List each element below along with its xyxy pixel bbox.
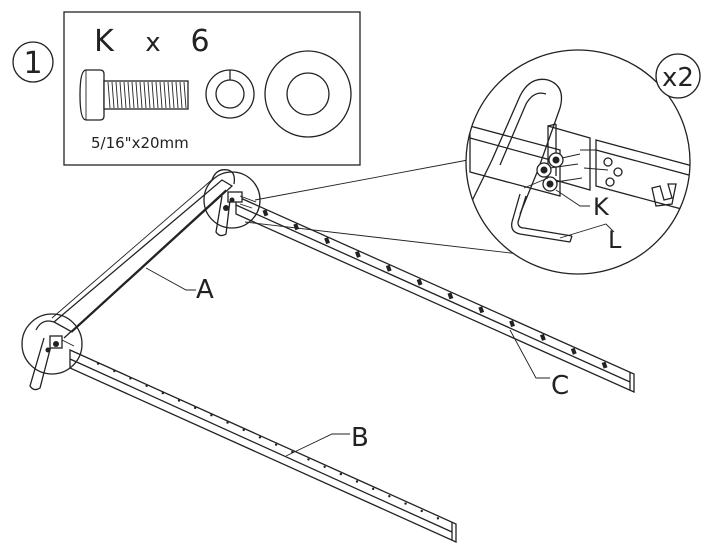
rail-hole [226, 421, 229, 424]
bolt-thread [175, 81, 179, 109]
detail-bolt-icon [536, 149, 609, 192]
times-sign: x [145, 28, 160, 58]
bolt-icon [79, 69, 189, 121]
rail-hole [355, 480, 359, 483]
bolt-size-label: 5/16"x20mm [91, 134, 189, 152]
rail-b [69, 348, 457, 544]
flat-washer-icon [264, 50, 352, 138]
bolt-thread [167, 81, 171, 109]
rail-hole [258, 436, 262, 439]
rail-hole [161, 391, 165, 395]
rail-hole [307, 458, 310, 461]
rail-hole [388, 495, 391, 498]
detail-zoom: x2 K L [244, 49, 701, 275]
rail-hole [293, 223, 300, 231]
parts-box: K x 6 5/16"x20mm [63, 11, 361, 166]
upper-zoom-circle [203, 171, 261, 229]
lock-washer-icon [205, 69, 255, 119]
bolt-thread [119, 81, 123, 109]
rail-hole [371, 487, 375, 491]
lower-zoom-circle [21, 313, 83, 375]
bolt-thread [171, 81, 175, 109]
rail-hole [509, 320, 515, 328]
rail-a [51, 177, 234, 339]
rail-hole [324, 237, 330, 245]
bolt-thread [143, 81, 147, 109]
rail-hole [339, 472, 343, 476]
rail-hole [145, 384, 148, 387]
bolt-thread [159, 81, 163, 109]
bolt-thread [131, 81, 135, 109]
rail-hole [210, 414, 213, 417]
rail-hole [113, 369, 116, 373]
leg [29, 195, 231, 391]
rail-hole [355, 250, 361, 258]
rail-hole [540, 333, 546, 341]
rail-hole [274, 443, 278, 446]
bolt-thread [163, 81, 167, 109]
detail-multiplier: x2 [662, 63, 694, 93]
part-quantity: 6 [190, 24, 209, 59]
rail-hole [420, 509, 423, 513]
rail-hole [404, 502, 407, 505]
rail-hole [416, 278, 423, 286]
frame-assembly: A C B [21, 169, 635, 544]
rail-hole [96, 362, 100, 365]
bolt-thread [155, 81, 159, 109]
bolt-thread [179, 81, 183, 109]
rail-hole [436, 517, 440, 520]
rail-c [235, 194, 635, 394]
allen-key-icon [511, 177, 573, 243]
callout-c: C [551, 371, 569, 401]
rail-hole [193, 406, 197, 410]
rail-hole [385, 264, 392, 272]
upper-joint [211, 169, 257, 211]
bolt-thread [151, 81, 155, 109]
bolt-thread [147, 81, 151, 109]
callout-a: A [196, 275, 214, 305]
rail-hole [129, 377, 132, 380]
bolt-thread [183, 81, 187, 109]
bolt-thread [139, 81, 143, 109]
bolt-thread [107, 81, 111, 109]
bolt-thread [127, 81, 131, 109]
rail-hole [447, 292, 454, 300]
callout-k: K [593, 193, 610, 221]
callout-b: B [351, 423, 369, 453]
rail-hole [478, 306, 485, 314]
bolt-thread [115, 81, 119, 109]
rail-hole [570, 347, 577, 355]
bolt-thread [135, 81, 139, 109]
callout-l: L [608, 226, 622, 254]
rail-hole [601, 361, 608, 369]
part-letter: K [94, 24, 115, 59]
rail-hole [242, 428, 245, 432]
rail-hole [323, 465, 326, 468]
bolt-thread [123, 81, 127, 109]
rail-hole [177, 399, 181, 402]
rail-hole [262, 209, 269, 217]
step-marker: 1 [12, 41, 54, 83]
bolt-thread [111, 81, 115, 109]
step-number: 1 [23, 46, 42, 81]
lower-joint [35, 320, 75, 353]
